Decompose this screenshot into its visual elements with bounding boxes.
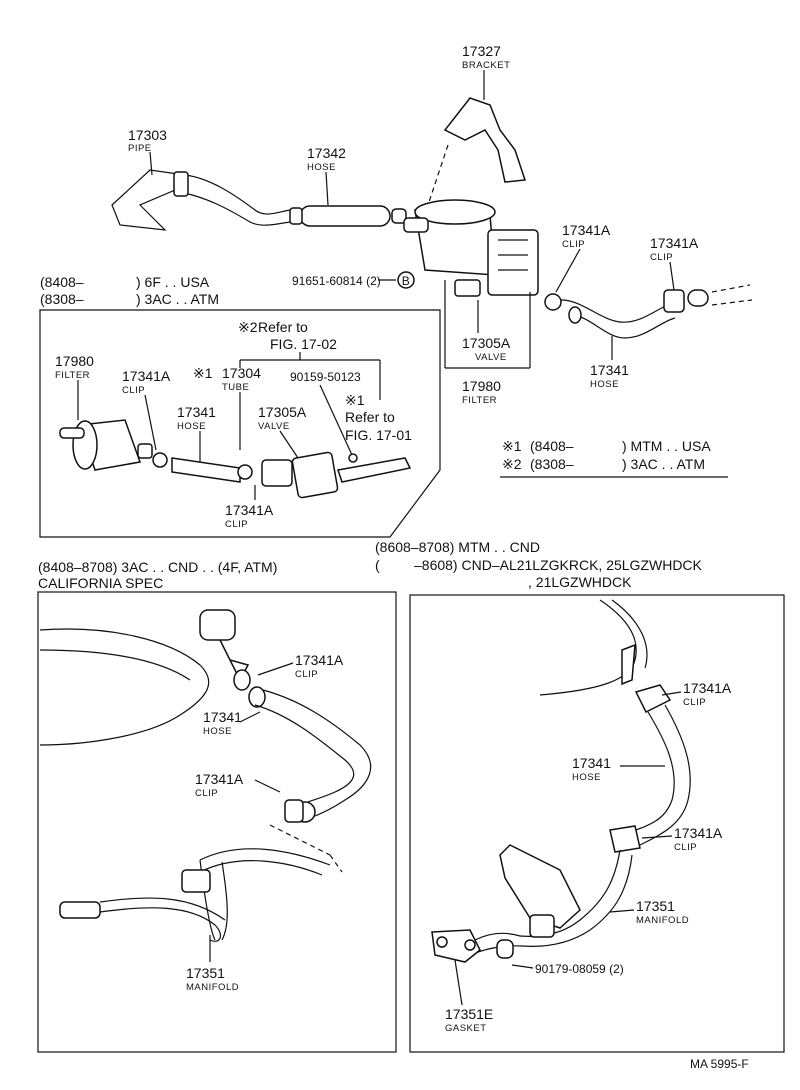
inset-ref2-text2: FIG. 17-02	[270, 336, 337, 352]
right-hose-drawing	[609, 684, 691, 853]
inset-tube-num: 17304	[222, 365, 261, 381]
hose-17341-top-drawing	[557, 299, 669, 323]
inset-ref2-text1: Refer to	[258, 319, 308, 335]
left-clip2-name: CLIP	[195, 788, 218, 799]
inset-hose-name: HOSE	[177, 421, 206, 432]
inset-cond2-code: (8308–	[40, 291, 84, 307]
right-header2a: (	[375, 557, 380, 573]
inset-tube-name: TUBE	[222, 382, 249, 393]
left-manifold-name: MANIFOLD	[186, 982, 239, 993]
right-header2b: –8608) CND–AL21LZGKRCK, 25LGZWHDCK	[414, 557, 703, 573]
left-clip1-num: 17341A	[295, 652, 344, 668]
legend-l1-mark: ※1	[502, 438, 522, 454]
top-assembly: B	[111, 97, 753, 339]
pipe-17303-drawing	[111, 169, 187, 231]
pipe-name: PIPE	[128, 143, 152, 154]
right-hose-name: HOSE	[572, 772, 601, 783]
right-bolt-num: 90179-08059 (2)	[535, 962, 624, 976]
pipe-joint	[173, 171, 189, 197]
left-hose-name: HOSE	[203, 726, 232, 737]
clip-top1-name: CLIP	[562, 239, 585, 250]
right-clip2-name: CLIP	[674, 842, 697, 853]
legend-l1-code: (8408–	[530, 438, 574, 454]
hose-top-name: HOSE	[307, 162, 336, 173]
hose-17342-drawing	[299, 205, 391, 227]
inset-clip1-num: 17341A	[122, 368, 171, 384]
right-clip2-num: 17341A	[674, 825, 723, 841]
inset-ref2-mark: ※2	[238, 319, 258, 335]
right-clip1-name: CLIP	[683, 697, 706, 708]
left-clip2-num: 17341A	[195, 771, 244, 787]
inset-clip2-num: 17341A	[225, 502, 274, 518]
right-header3: , 21LGZWHDCK	[528, 574, 632, 590]
inset-ref1-text2: FIG. 17-01	[345, 427, 412, 443]
inset-hose-num: 17341	[177, 404, 216, 420]
legend-l2-code: (8308–	[530, 456, 574, 472]
bracket-name: BRACKET	[462, 60, 510, 71]
inset-filter-drawing	[59, 419, 168, 471]
inset-clip1-name: CLIP	[122, 385, 145, 396]
left-hose-num: 17341	[203, 709, 242, 725]
hose-top2-num: 17341	[590, 362, 629, 378]
ref-b-letter: B	[402, 274, 411, 288]
hose-top-num: 17342	[307, 145, 346, 161]
legend-l2-mark: ※2	[502, 456, 522, 472]
bracket-17327-drawing	[443, 97, 527, 183]
left-clip1-name: CLIP	[295, 669, 318, 680]
left-header2: CALIFORNIA SPEC	[38, 575, 163, 591]
inset-valve-drawing	[261, 451, 412, 499]
ref-b-circle	[397, 271, 415, 289]
valve-top-num: 17305A	[462, 335, 511, 351]
inset-tube-mark: ※1	[193, 365, 213, 381]
inset-ref1-mark: ※1	[345, 392, 365, 408]
bracket-dash	[427, 144, 449, 206]
clip-top2-name: CLIP	[650, 252, 673, 263]
inset-filter-name: FILTER	[55, 370, 90, 381]
inset-hose-drawing	[171, 457, 241, 483]
inset-clip2-name: CLIP	[225, 519, 248, 530]
clip-top2-num: 17341A	[650, 235, 699, 251]
inset-ref1-text1: Refer to	[345, 409, 395, 425]
bracket-num: 17327	[462, 43, 501, 59]
right-box	[409, 594, 785, 1053]
right-manifold-drawing	[474, 844, 633, 953]
bolt-top-num: 91651-60814 (2)	[292, 274, 381, 288]
right-gasket-name: GASKET	[445, 1023, 487, 1034]
filter-top-name: FILTER	[462, 395, 497, 406]
filter-top-num: 17980	[462, 378, 501, 394]
inset-cond1-code: (8408–	[40, 274, 84, 290]
right-bolt-drawing	[496, 939, 514, 959]
inset-screw-num: 90159-50123	[290, 370, 361, 384]
pipe-num: 17303	[128, 127, 167, 143]
left-manifold-num: 17351	[186, 965, 225, 981]
clip-top1-num: 17341A	[562, 222, 611, 238]
footer-code: MA 5995-F	[690, 1057, 749, 1071]
left-hose-drawing	[233, 669, 372, 823]
legend-l2-spec: ) 3AC . . ATM	[622, 456, 705, 472]
left-box	[37, 591, 397, 1053]
valve-17305a-drawing	[403, 199, 539, 297]
hose-top2-name: HOSE	[590, 379, 619, 390]
right-manifold-name: MANIFOLD	[636, 915, 689, 926]
inset-valve-num: 17305A	[258, 404, 307, 420]
legend-l1-spec: ) MTM . . USA	[622, 438, 711, 454]
right-gasket-drawing	[431, 929, 481, 963]
right-header1: (8608–8708) MTM . . CND	[375, 539, 540, 555]
valve-top-name: VALVE	[475, 352, 507, 363]
right-gasket-num: 17351E	[445, 1006, 493, 1022]
inset-cond1-spec: ) 6F . . USA	[136, 274, 210, 290]
left-manifold-drawing	[59, 848, 331, 942]
inset-filter-num: 17980	[55, 353, 94, 369]
inset-cond2-spec: ) 3AC . . ATM	[136, 291, 219, 307]
right-tank-drawing	[539, 599, 648, 696]
pipe-17303-run	[184, 174, 291, 215]
right-manifold-num: 17351	[636, 898, 675, 914]
left-header1: (8408–8708) 3AC . . CND . . (4F, ATM)	[38, 559, 277, 575]
right-clip1-num: 17341A	[683, 680, 732, 696]
inset-box	[39, 309, 441, 538]
inset-valve-name: VALVE	[258, 421, 290, 432]
right-hose-num: 17341	[572, 755, 611, 771]
